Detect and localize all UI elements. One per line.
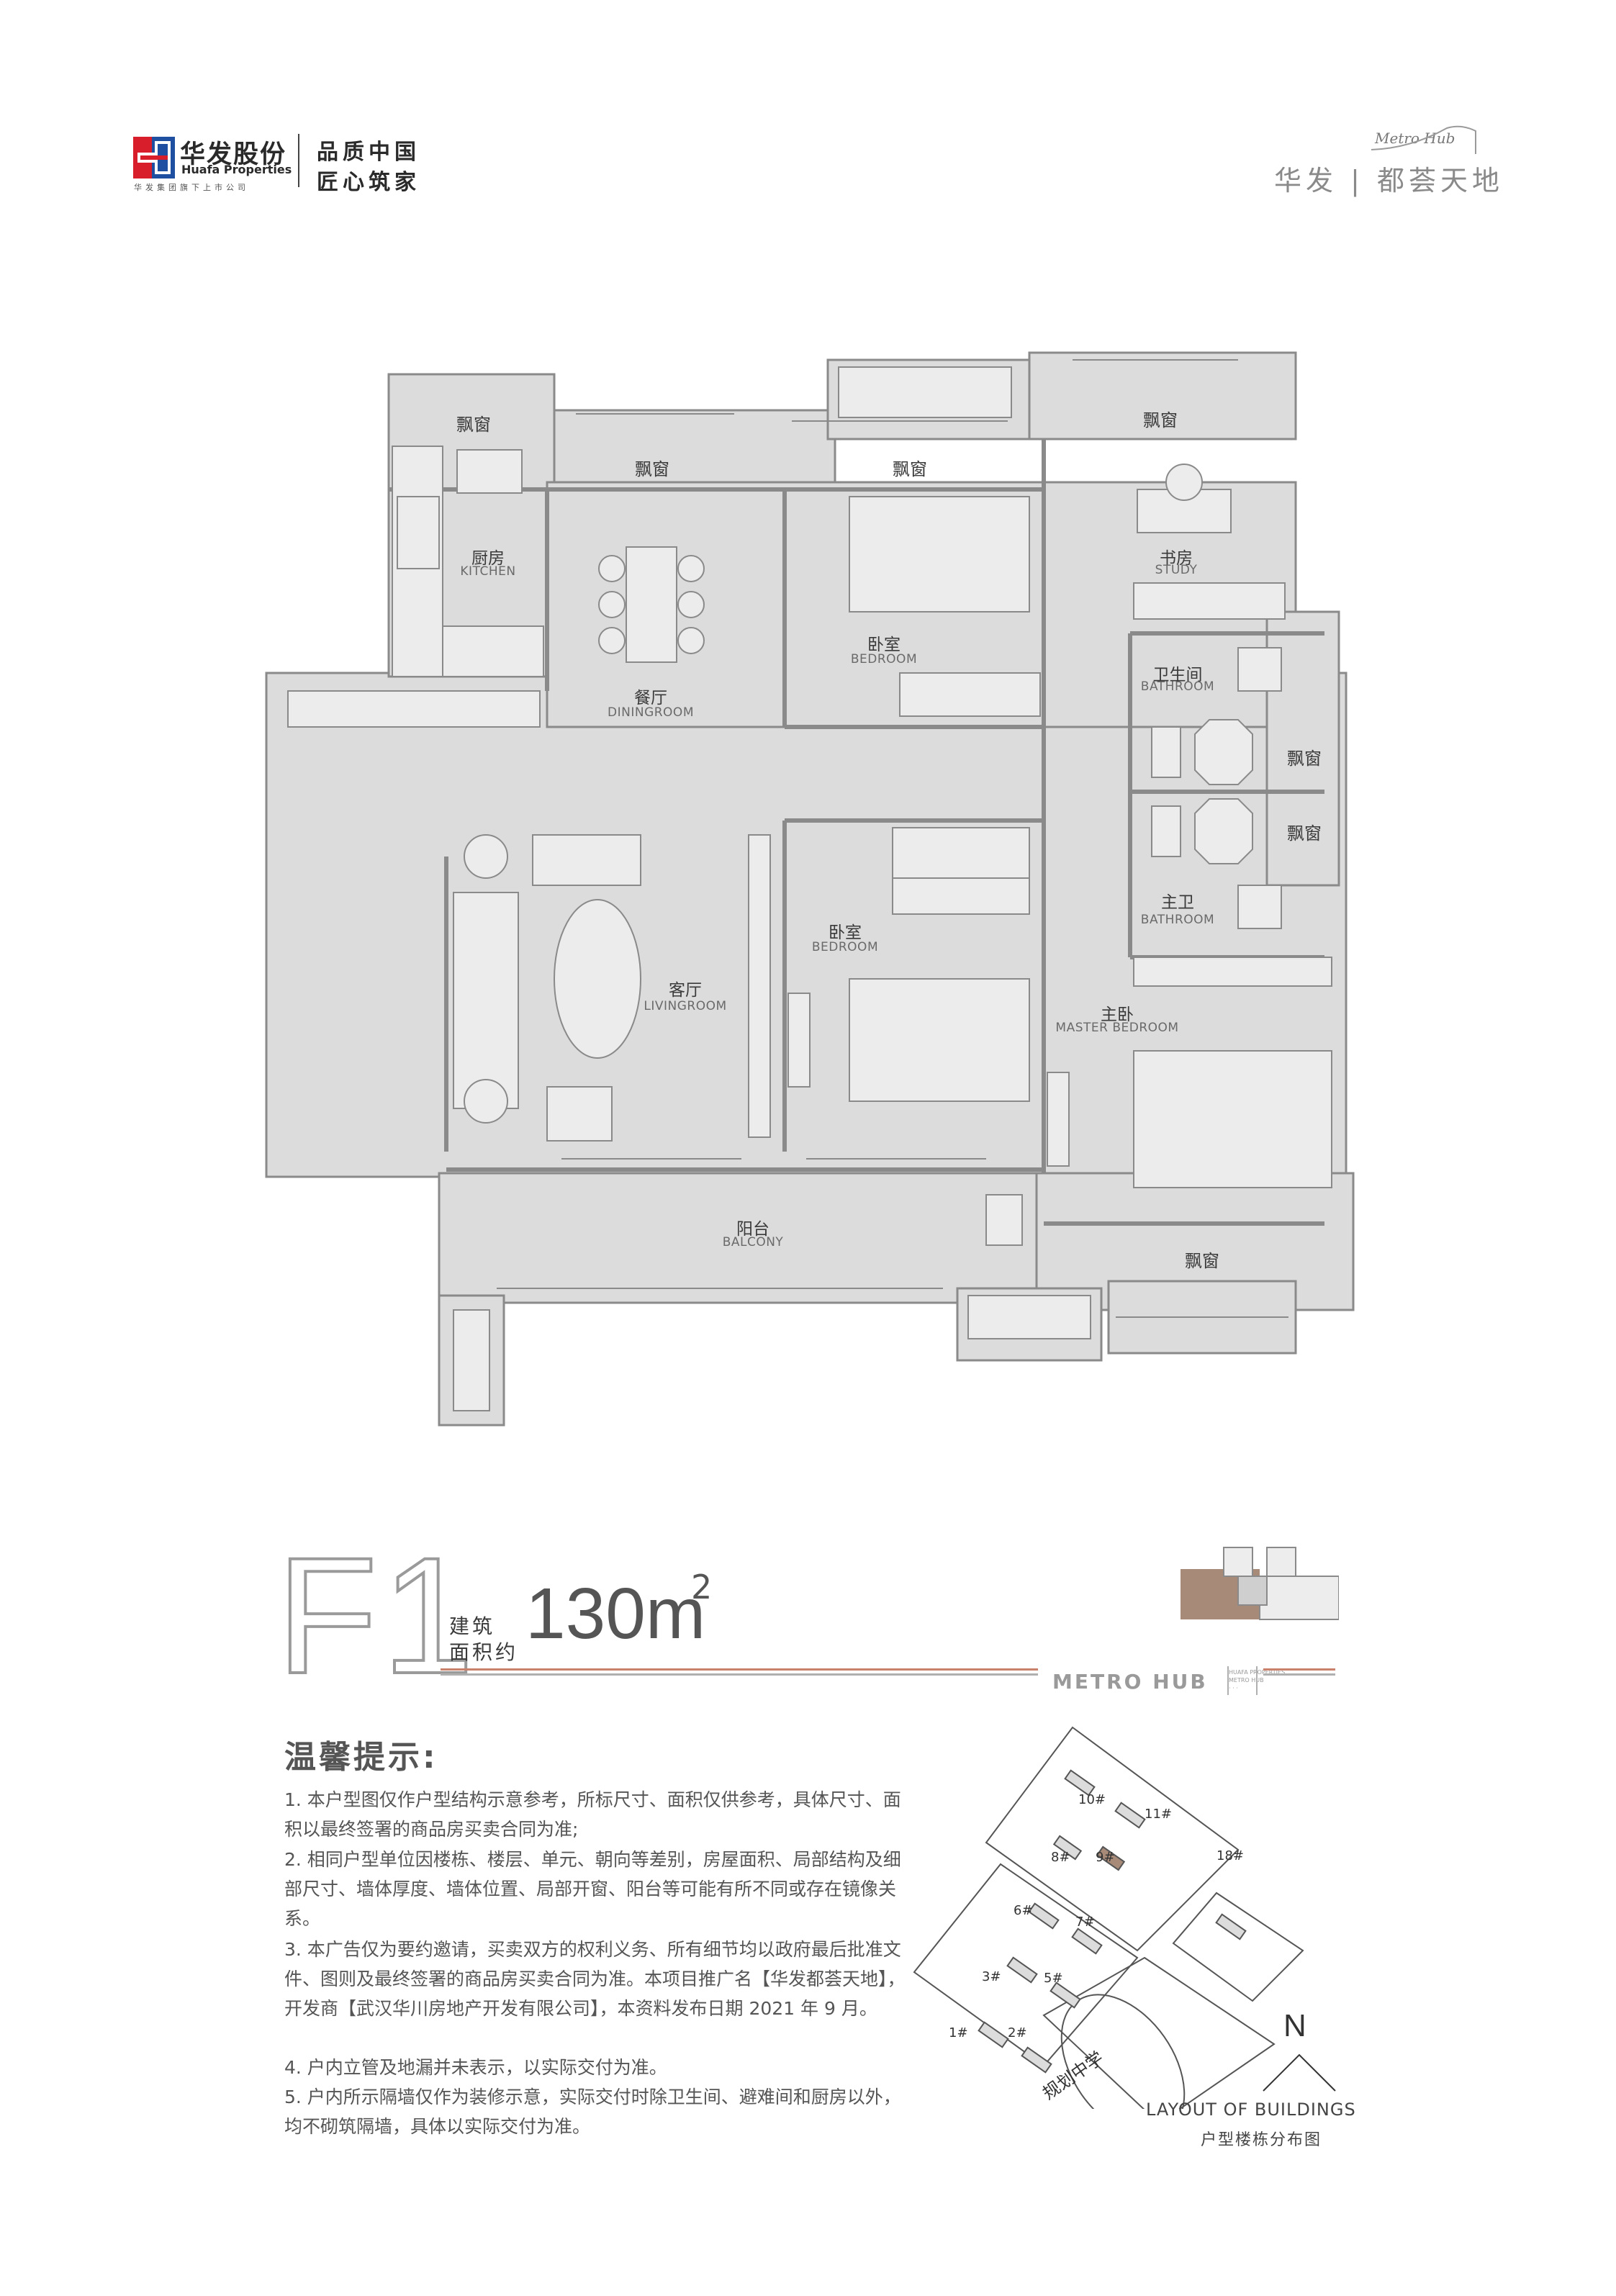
room-label-kitchen-en: KITCHEN (460, 564, 516, 579)
accent-rule-end (1263, 1668, 1335, 1671)
note-1: 1. 本户型图仅作户型结构示意参考，所标尺寸、面积仅供参考，具体尺寸、面积以最终… (284, 1789, 901, 1840)
layout-title-cn: 户型楼栋分布图 (1201, 2131, 1322, 2149)
room-label-dining-en: DININGROOM (608, 705, 694, 720)
unit-code: F1 (275, 1523, 479, 1708)
room-label-study: 书房 (1160, 549, 1193, 568)
room-label-dining: 餐厅 (634, 689, 667, 708)
building-label-3: 3# (982, 1969, 1001, 1984)
area-value: 130m (525, 1573, 706, 1654)
area-label-2: 面积约 (449, 1640, 519, 1664)
huafa-logo-icon (133, 137, 175, 178)
room-label-master-bath: 主卫 (1161, 893, 1194, 912)
bay-window-bath-1: 飘窗 (1287, 749, 1322, 769)
accent-rule (441, 1668, 1038, 1671)
notes-title: 温馨提示: (284, 1739, 438, 1776)
room-label-living: 客厅 (669, 981, 702, 1000)
bay-window-master-bath: 飘窗 (1287, 823, 1322, 844)
building-label-6: 6# (1014, 1903, 1033, 1918)
bay-window-study: 飘窗 (1143, 410, 1178, 430)
room-label-balcony: 阳台 (736, 1220, 769, 1239)
room-label-bedroom-1-en: BEDROOM (850, 652, 918, 666)
note-2: 2. 相同户型单位因楼栋、楼层、单元、朝向等差别，房屋面积、局部结构及细部尺寸、… (284, 1849, 901, 1929)
room-label-bathroom-1-en: BATHROOM (1140, 679, 1215, 694)
room-label-kitchen: 厨房 (471, 549, 505, 568)
building-label-8: 8# (1051, 1850, 1070, 1865)
room-label-master-bath-en: BATHROOM (1140, 913, 1215, 927)
project-roof-icon (1371, 125, 1476, 154)
room-label-master-bedroom: 主卧 (1101, 1005, 1134, 1024)
slogan-line-2: 匠心筑家 (317, 170, 420, 195)
metro-hub-wordmark: METRO HUB (1052, 1670, 1208, 1694)
building-label-5: 5# (1044, 1971, 1063, 1986)
building-label-10: 10# (1078, 1792, 1106, 1807)
site-map (913, 1726, 1304, 2109)
building-label-7: 7# (1075, 1915, 1095, 1930)
bay-window-master: 飘窗 (1185, 1251, 1219, 1271)
area-unit-superscript: 2 (691, 1568, 713, 1606)
room-label-bedroom-2: 卧室 (829, 923, 862, 942)
note-3: 3. 本广告仅为要约邀请，买卖双方的权利义务、所有细节均以政府最后批准文件、图则… (284, 1939, 906, 2019)
north-label: N (1283, 2008, 1306, 2043)
building-label-1: 1# (949, 2025, 968, 2040)
metro-small-3: · · · (1229, 1685, 1238, 1691)
room-label-bathroom-1: 卫生间 (1152, 666, 1203, 684)
accent-rule-end-grey (1263, 1673, 1335, 1676)
layout-title-en: LAYOUT OF BUILDINGS (1146, 2100, 1356, 2120)
room-label-bedroom-2-en: BEDROOM (811, 940, 879, 954)
accent-rule-grey (441, 1673, 1038, 1676)
note-5: 5. 户内所示隔墙仅作为装修示意，实际交付时除卫生间、避难间和厨房以外，均不砌筑… (284, 2087, 901, 2137)
project-script-logo: Metro Hub (1375, 130, 1455, 147)
note-4: 4. 户内立管及地漏并未表示，以实际交付为准。 (284, 2057, 667, 2078)
room-label-living-en: LIVINGROOM (644, 999, 727, 1013)
room-label-master-bedroom-en: MASTER BEDROOM (1055, 1021, 1179, 1035)
metro-divider (1227, 1666, 1229, 1695)
bay-window-bedroom-1: 飘窗 (893, 459, 927, 479)
brand-subtitle: 华发集团旗下上市公司 (134, 183, 249, 192)
slogan-line-1: 品质中国 (317, 140, 420, 165)
building-label-2: 2# (1008, 2025, 1027, 2040)
unit-key-plan (1181, 1547, 1339, 1620)
metro-divider-2 (1256, 1666, 1258, 1695)
project-name: 华发 | 都荟天地 (1274, 165, 1504, 196)
brand-name-en: Huafa Properties (181, 163, 292, 176)
area-label-1: 建筑 (449, 1614, 496, 1638)
building-label-9: 9# (1096, 1850, 1115, 1865)
bay-window-dining: 飘窗 (635, 459, 669, 479)
building-label-18: 18# (1216, 1848, 1244, 1863)
bay-window-kitchen: 飘窗 (456, 415, 491, 435)
north-arrow-icon (1263, 2053, 1336, 2092)
room-label-bedroom-1: 卧室 (867, 636, 900, 654)
room-label-study-en: STUDY (1155, 563, 1198, 577)
metro-small-2: METRO HUB (1229, 1677, 1264, 1683)
building-label-11: 11# (1145, 1807, 1172, 1822)
brand-name-cn: 华发股份 (180, 140, 287, 169)
room-label-balcony-en: BALCONY (722, 1235, 784, 1249)
header-divider (298, 134, 299, 187)
